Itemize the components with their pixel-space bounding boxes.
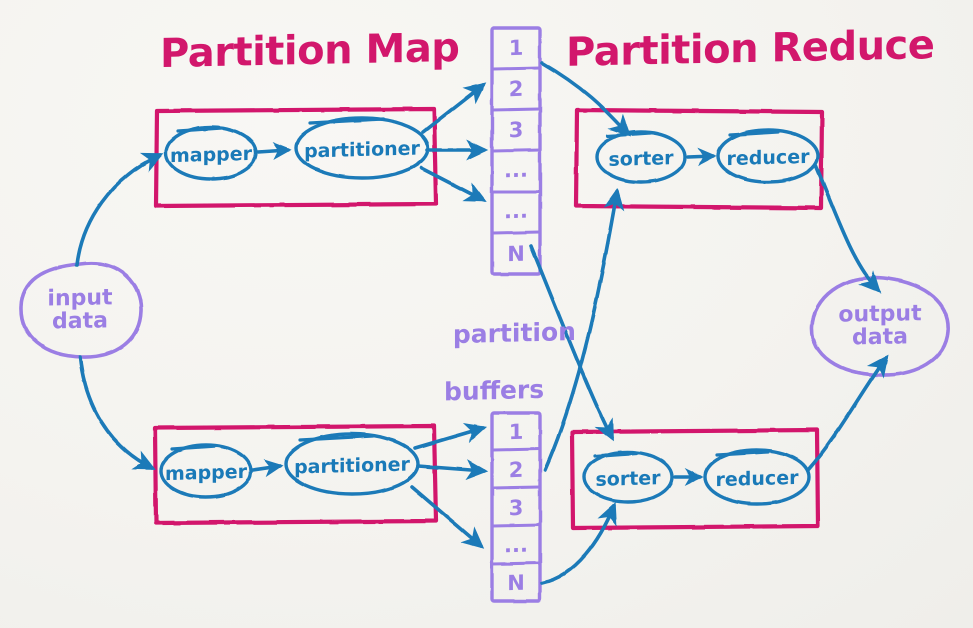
arrow-mapper-to-partitioner-top [256,142,292,160]
buffer-top-cell-n[interactable]: N [507,241,525,267]
node-label-partitioner-bottom[interactable]: partitioner [294,453,410,479]
buffer-top-cell-ellipsis-2[interactable]: ... [504,198,528,224]
node-label-sorter-bottom[interactable]: sorter [595,467,661,491]
buffer-bottom-cell-3[interactable]: 3 [508,495,524,521]
partition-buffers-line-2: buffers [444,375,545,407]
map-box-top-outline [153,106,439,209]
node-label-reducer-bottom[interactable]: reducer [715,466,799,492]
arrow-input-to-mapper-top [75,152,164,267]
node-ellipse-mapper-bottom [159,443,253,499]
arrow-reducer-bottom-to-output [806,354,889,472]
buffer-top-cell-2[interactable]: 2 [508,76,524,102]
arrow-reducer-top-to-output [814,164,881,294]
buffer-stack-bottom-outline [490,411,542,603]
input-data-blob-outline [19,261,143,359]
arrow-buffer-top-2-to-sorter-top [540,61,631,137]
arrow-buffer-bottom-2-to-sorter-top [543,187,625,472]
arrow-partitioner-bottom-to-buffer-dots [410,485,485,549]
node-label-partitioner-top[interactable]: partitioner [304,137,420,163]
map-box-bottom-outline [152,423,439,526]
input-data-label[interactable]: input data [47,285,113,335]
arrow-input-to-mapper-bottom [78,355,156,470]
node-label-mapper-top[interactable]: mapper [169,142,253,168]
node-label-reducer-top[interactable]: reducer [726,145,810,171]
node-ellipse-sorter-bottom [582,450,674,504]
title-partition-reduce: Partition Reduce [566,22,935,76]
arrow-partitioner-bottom-to-buffer-2 [416,459,489,481]
node-ellipse-reducer-bottom [703,448,811,506]
buffer-top-cell-ellipsis-1[interactable]: ... [504,157,528,183]
partition-buffers-line-1: partition [452,316,576,349]
reduce-box-bottom-outline [569,427,821,531]
arrow-mapper-to-partitioner-bottom [251,459,284,478]
arrow-buffer-top-N-to-sorter-bottom [529,244,614,442]
buffer-stack-top-outline [490,26,542,276]
arrow-partitioner-bottom-to-buffer-1 [413,422,488,450]
node-label-mapper-bottom[interactable]: mapper [164,460,248,486]
reduce-box-top-outline [573,107,825,211]
arrow-sorter-to-reducer-top [686,147,717,166]
buffer-top-cell-3[interactable]: 3 [508,117,524,143]
node-ellipse-reducer-top [716,128,820,184]
buffer-top-cell-1[interactable]: 1 [508,35,524,61]
partition-buffers-caption: partition buffers [418,289,576,466]
node-ellipse-mapper-top [164,125,258,181]
node-ellipse-partitioner-bottom [284,432,420,496]
output-data-label[interactable]: output data [838,301,922,351]
node-ellipse-partitioner-top [294,116,430,180]
arrow-partitioner-top-to-buffer-dots-2 [419,166,487,202]
buffer-bottom-cell-ellipsis[interactable]: ... [504,532,528,558]
buffer-bottom-cell-n[interactable]: N [507,570,525,596]
arrow-buffer-bottom-N-to-sorter-bottom [540,502,617,585]
arrow-partitioner-top-to-buffer-2 [421,82,487,134]
node-label-sorter-top[interactable]: sorter [608,147,674,171]
title-partition-map: Partition Map [160,24,460,78]
